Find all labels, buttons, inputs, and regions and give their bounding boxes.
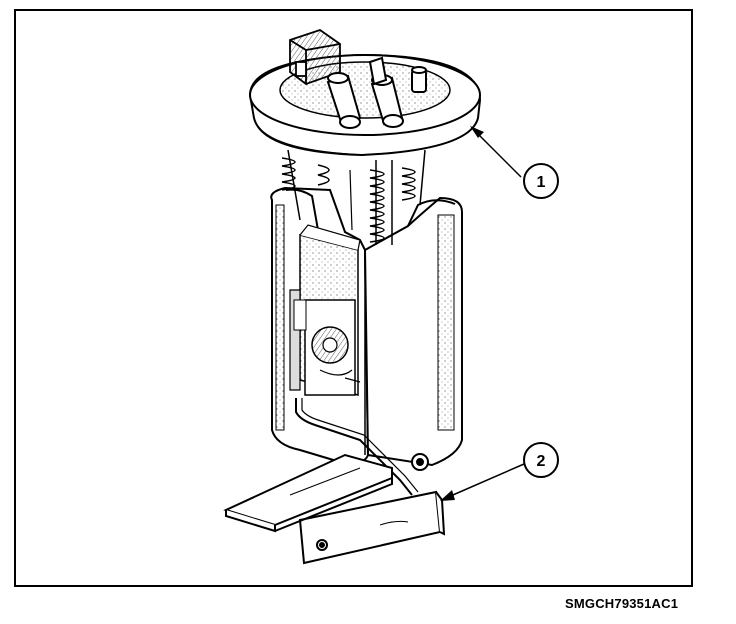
- electrical-connector: [289, 29, 341, 86]
- fuel-supply-pipes: [326, 56, 427, 129]
- fuel-strainer: [223, 453, 429, 533]
- callout-2: 2: [440, 442, 559, 501]
- figure-reference-code: SMGCH79351AC1: [565, 596, 679, 611]
- callout-2-arrowhead: [440, 490, 455, 501]
- fuel-level-float: [295, 398, 446, 565]
- callout-1: 1: [470, 126, 559, 199]
- fuel-level-sensor-assembly: [289, 224, 361, 396]
- callout-1-leader: [473, 129, 522, 178]
- callout-1-arrowhead: [470, 126, 484, 138]
- callout-2-leader: [445, 463, 525, 499]
- mounting-springs: [281, 149, 426, 245]
- module-flange: [248, 53, 482, 157]
- callout-1-number: 1: [537, 174, 546, 191]
- callout-2-circle: [523, 442, 559, 478]
- callout-1-circle: [523, 163, 559, 199]
- callout-2-number: 2: [537, 453, 546, 470]
